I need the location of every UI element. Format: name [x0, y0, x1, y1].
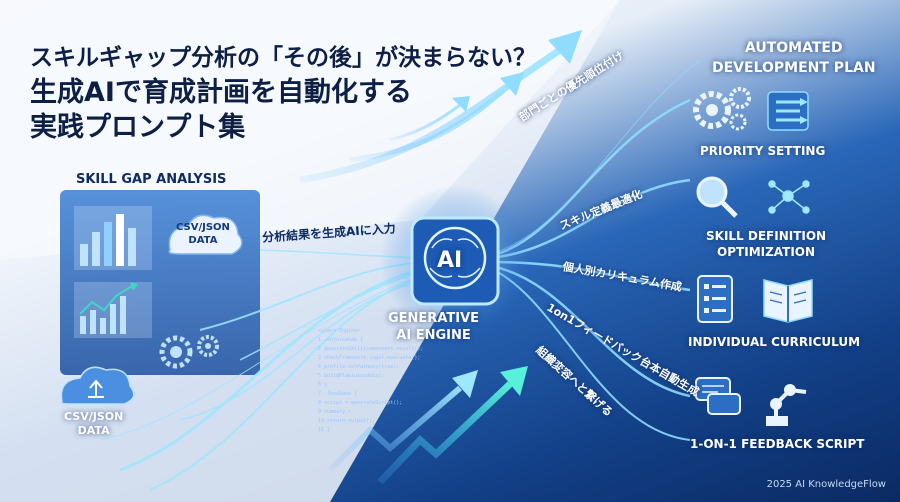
title-line-2: 生成AIで育成計画を自動化する — [30, 77, 412, 108]
robot-arm-icon — [766, 384, 807, 426]
rising-arrow-teal — [377, 381, 513, 485]
growth-arrow — [299, 47, 562, 184]
line-chart-icon — [74, 282, 152, 338]
code-line: 7 .feedback { — [318, 391, 358, 397]
code-line: 10 return output(); — [318, 418, 376, 424]
cloud-bottom-label: CSV/JSON DATA — [64, 410, 124, 437]
code-line: 1 .enforceGap { — [318, 337, 364, 343]
skill-definition-label: SKILL DEFINITION OPTIMIZATION — [706, 229, 827, 259]
ai-engine-box — [410, 216, 500, 306]
code-line: 8 script = generateScript(); — [318, 400, 403, 406]
rising-arrow — [327, 385, 462, 473]
chat-bubbles-icon — [695, 377, 741, 415]
code-line: 11 } — [318, 427, 331, 433]
tablet-list-icon — [697, 275, 733, 323]
code-line: 9 summary.c — [318, 409, 352, 415]
input-data-streams — [99, 249, 421, 491]
magnifier-icon — [696, 176, 738, 218]
right-panel-heading: AUTOMATED DEVELOPMENT PLAN — [712, 40, 876, 76]
ai-icon-text: AI — [437, 248, 463, 273]
code-line: 5 buildPlan(userdata); — [318, 373, 385, 379]
priority-setting-label: PRIORITY SETTING — [700, 144, 826, 158]
flow-arrows-icon — [767, 91, 809, 131]
code-line: 4 profile.setPathway(true); — [318, 364, 400, 370]
network-icon — [768, 180, 810, 214]
engine-label: GENERATIVE AI ENGINE — [388, 311, 480, 343]
gears-icon — [159, 335, 219, 369]
code-line: 3 checkFramework.input.evaluate(); — [318, 355, 421, 361]
code-line: 6 } — [318, 382, 328, 388]
open-book-icon — [763, 279, 813, 323]
skill-gap-heading: SKILL GAP ANALYSIS — [76, 172, 227, 187]
code-line: 2 generateSkill(component.result(); — [318, 346, 424, 352]
cloud-upload-icon — [60, 366, 135, 405]
copyright: 2025 AI KnowledgeFlow — [766, 479, 886, 490]
title-line-3: 実践プロンプト集 — [30, 112, 246, 143]
gears-icon — [693, 87, 751, 131]
code-line: <class Engine> — [318, 328, 361, 334]
cloud-data-icon — [168, 214, 243, 255]
individual-curriculum-label: INDIVIDUAL CURRICULUM — [688, 335, 861, 349]
title-line-1: スキルギャップ分析の「その後」が決まらない？ — [30, 45, 536, 71]
cloud-top-label: CSV/JSON DATA — [176, 222, 230, 246]
brain-icon — [423, 226, 487, 290]
feedback-script-label: 1-ON-1 FEEDBACK SCRIPT — [690, 437, 865, 451]
bar-chart-icon — [74, 206, 152, 270]
